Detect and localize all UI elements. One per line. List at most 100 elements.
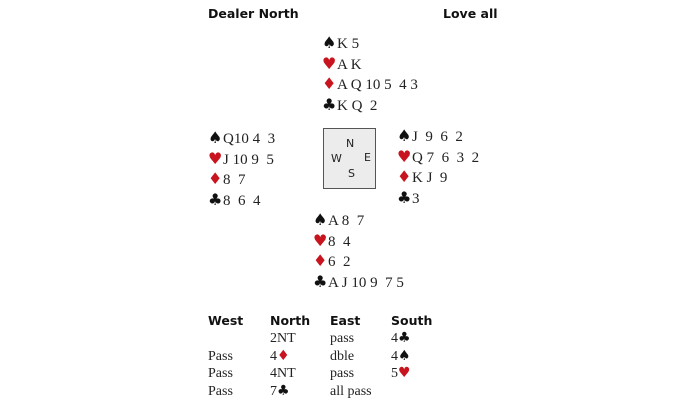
club-icon: ♣ — [398, 330, 411, 346]
compass-east: E — [364, 151, 371, 164]
north-hearts-holding: ♥A K — [322, 54, 418, 75]
compass-north: N — [346, 137, 355, 150]
west-hand: ♠Q10 4 3♥J 10 9 5♦8 7♣8 6 4 — [208, 128, 275, 210]
cards: K 5 — [337, 36, 360, 52]
heart-icon: ♥ — [398, 365, 411, 382]
north-clubs-holding: ♣K Q 2 — [322, 95, 418, 116]
east-clubs-holding: ♣3 — [397, 188, 479, 209]
cards: A 8 7 — [328, 213, 365, 229]
bid-text: 4 — [391, 348, 398, 364]
bid-text: Pass — [208, 366, 233, 382]
diamond-icon: ♦ — [322, 74, 337, 93]
auction-bid: Pass — [208, 383, 268, 401]
east-spades-holding: ♠J 9 6 2 — [397, 126, 479, 147]
west-diamonds-holding: ♦8 7 — [208, 169, 275, 190]
club-icon: ♣ — [313, 271, 328, 291]
auction-header: East — [330, 313, 361, 328]
compass-south: S — [348, 167, 355, 180]
bid-text: 4 — [391, 331, 398, 346]
compass-west: W — [331, 152, 342, 165]
diamond-icon: ♦ — [208, 169, 223, 188]
auction-bid: 7♣ — [270, 383, 330, 401]
diamond-icon: ♦ — [277, 347, 290, 364]
bid-text: 4 — [270, 348, 277, 364]
east-hearts-holding: ♥Q 7 6 3 2 — [397, 147, 479, 168]
cards: Q10 4 3 — [223, 131, 276, 147]
west-hearts-holding: ♥J 10 9 5 — [208, 149, 275, 170]
north-spades-holding: ♠K 5 — [322, 33, 418, 54]
club-icon: ♣ — [208, 189, 223, 209]
auction-column-east: East pass dble pass all pass — [330, 312, 390, 401]
south-clubs-holding: ♣A J 10 9 7 5 — [313, 272, 404, 293]
club-icon: ♣ — [322, 94, 337, 114]
cards: K J 9 — [412, 170, 448, 186]
west-spades-holding: ♠Q10 4 3 — [208, 128, 275, 149]
compass-box: N W E S — [323, 128, 376, 189]
spade-icon: ♠ — [313, 210, 328, 229]
cards: 8 7 — [223, 172, 246, 188]
auction-bid: pass — [330, 330, 390, 348]
cards: Q 7 6 3 2 — [412, 149, 480, 166]
spade-icon: ♠ — [397, 126, 412, 145]
auction-bid: 4NT — [270, 365, 330, 383]
club-icon: ♣ — [397, 187, 412, 207]
bid-text: dble — [330, 348, 355, 364]
spade-icon: ♠ — [208, 128, 223, 147]
south-hearts-holding: ♥8 4 — [313, 231, 404, 252]
spade-icon: ♠ — [322, 33, 337, 52]
bid-text: Pass — [208, 384, 233, 400]
auction-header: South — [391, 313, 433, 328]
north-diamonds-holding: ♦A Q 10 5 4 3 — [322, 74, 418, 95]
spade-icon: ♠ — [398, 347, 411, 364]
cards: A K — [337, 56, 362, 73]
south-spades-holding: ♠A 8 7 — [313, 210, 404, 231]
cards: 6 2 — [328, 254, 351, 270]
auction-bid: Pass — [208, 348, 268, 366]
bid-text: all pass — [330, 384, 372, 400]
diamond-icon: ♦ — [313, 251, 328, 270]
bid-text: 4NT — [270, 366, 296, 382]
auction-bid: 4♠ — [391, 348, 451, 366]
dealer-label: Dealer North — [208, 6, 299, 21]
auction-bid: all pass — [330, 383, 390, 401]
auction-bid — [208, 330, 268, 348]
bid-text: pass — [330, 366, 355, 382]
auction-bid: 2NT — [270, 330, 330, 348]
cards: A J 10 9 7 5 — [328, 274, 404, 291]
diamond-icon: ♦ — [397, 167, 412, 186]
auction-bid: 4♣ — [391, 330, 451, 348]
auction-bid: 4♦ — [270, 348, 330, 366]
auction-header: North — [270, 313, 311, 328]
south-hand: ♠A 8 7♥8 4♦6 2♣A J 10 9 7 5 — [313, 210, 404, 292]
cards: A Q 10 5 4 3 — [337, 77, 418, 93]
east-hand: ♠J 9 6 2♥Q 7 6 3 2♦K J 9♣3 — [397, 126, 479, 208]
east-diamonds-holding: ♦K J 9 — [397, 167, 479, 188]
bid-text: 2NT — [270, 331, 296, 346]
auction-bid: pass — [330, 365, 390, 383]
bid-text: 7 — [270, 384, 277, 400]
auction-bid: 5♥ — [391, 365, 451, 383]
heart-icon: ♥ — [397, 146, 412, 166]
vulnerability-label: Love all — [443, 6, 498, 21]
south-diamonds-holding: ♦6 2 — [313, 251, 404, 272]
heart-icon: ♥ — [322, 53, 337, 73]
north-hand: ♠K 5♥A K♦A Q 10 5 4 3♣K Q 2 — [322, 33, 418, 115]
bid-text: 5 — [391, 366, 398, 382]
club-icon: ♣ — [277, 383, 290, 400]
cards: 8 4 — [328, 233, 351, 250]
bid-text: Pass — [208, 348, 233, 364]
heart-icon: ♥ — [313, 230, 328, 250]
west-clubs-holding: ♣8 6 4 — [208, 190, 275, 211]
cards: J 10 9 5 — [223, 151, 274, 168]
auction-bid: Pass — [208, 365, 268, 383]
auction-bid: dble — [330, 348, 390, 366]
heart-icon: ♥ — [208, 148, 223, 168]
cards: K Q 2 — [337, 97, 378, 114]
cards: 8 6 4 — [223, 192, 261, 209]
cards: J 9 6 2 — [412, 129, 463, 145]
bid-text: pass — [330, 331, 355, 346]
